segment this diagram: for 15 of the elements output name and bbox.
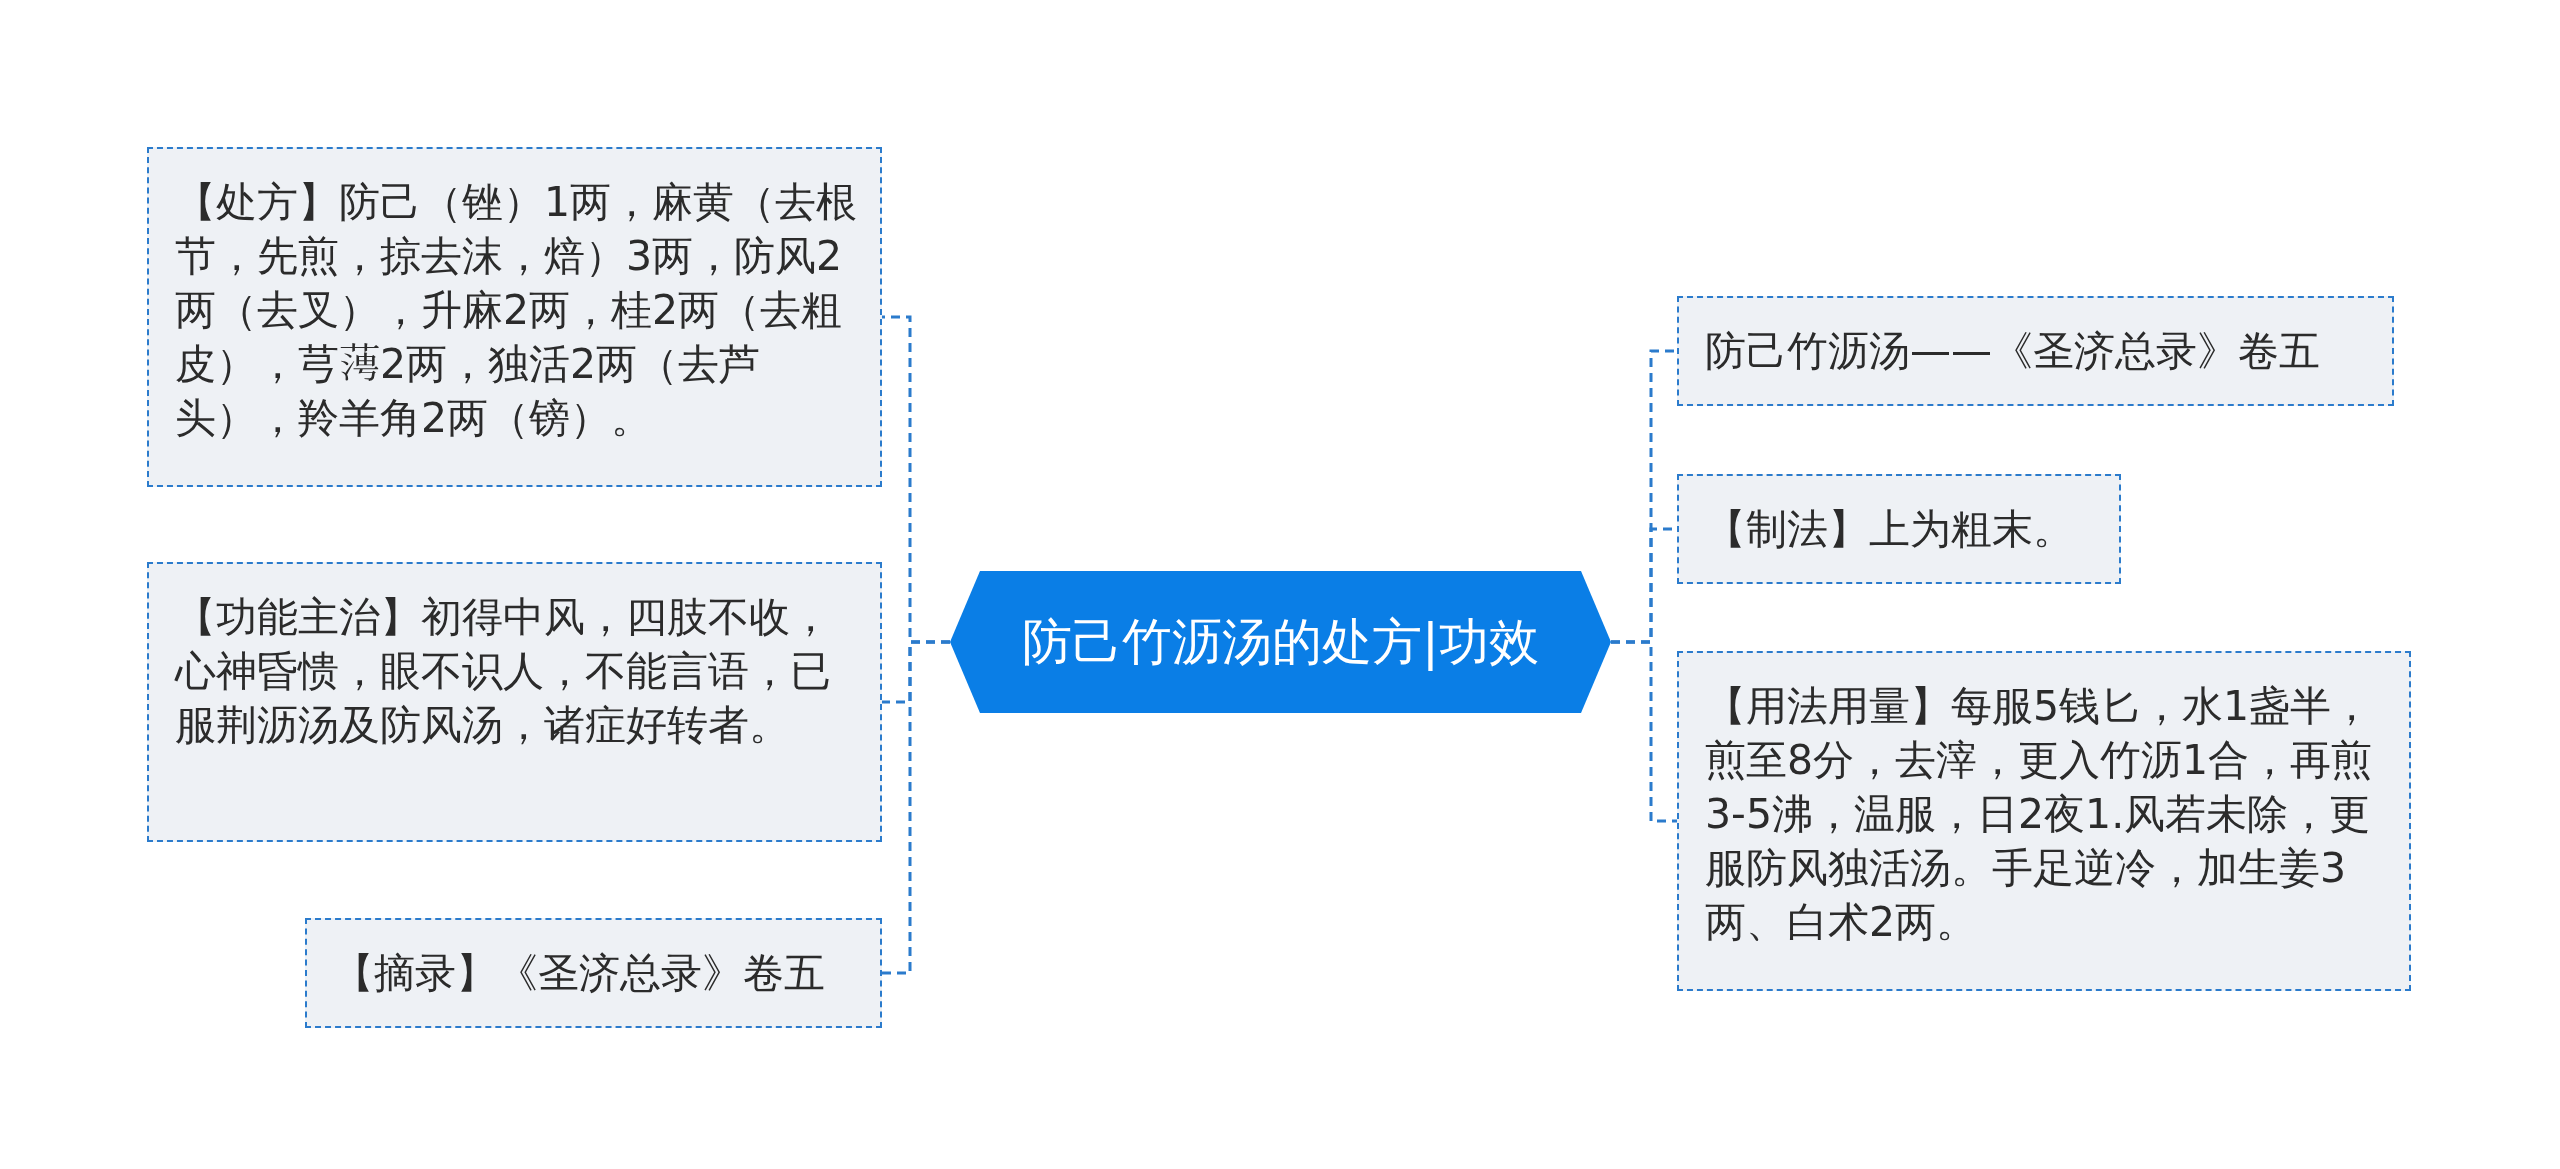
- topic-text: 【处方】防己（锉）1两，麻黄（去根节，先煎，掠去沫，焙）3两，防风2两（去叉），升麻2两，桂2两（去粗皮），芎𦶊2两，独活2两（去芦头），羚羊角2两（镑）。: [175, 178, 858, 442]
- topic-text: 【制法】上为粗末。: [1705, 505, 2074, 553]
- central-topic-text: 防己竹沥汤的处方|功效: [1022, 611, 1539, 673]
- topic-box: [1677, 651, 2411, 991]
- topic-text: 【用法用量】每服5钱匕，水1盏半，煎至8分，去滓，更入竹沥1合，再煎3-5沸，温服，日2夜1.风若未除，更服防风独活汤。手足逆冷，加生姜3两、白术2两。: [1705, 682, 2373, 946]
- topic-box: [147, 562, 882, 842]
- connector-line: [1611, 640, 1677, 823]
- topic-box: [1677, 296, 2394, 406]
- topic-text: 防己竹沥汤——《圣济总录》卷五: [1705, 327, 2320, 375]
- topic-box: [305, 918, 882, 1028]
- connector-line: [882, 640, 950, 975]
- topic-text: 【功能主治】初得中风，四肢不收，心神昏愦，眼不识人，不能言语，已服荆沥汤及防风汤，诸症好转者。: [175, 593, 831, 749]
- topic-box: [1677, 474, 2121, 584]
- topic-box: [147, 147, 882, 487]
- topic-text: 【摘录】《圣济总录》卷五: [333, 949, 825, 997]
